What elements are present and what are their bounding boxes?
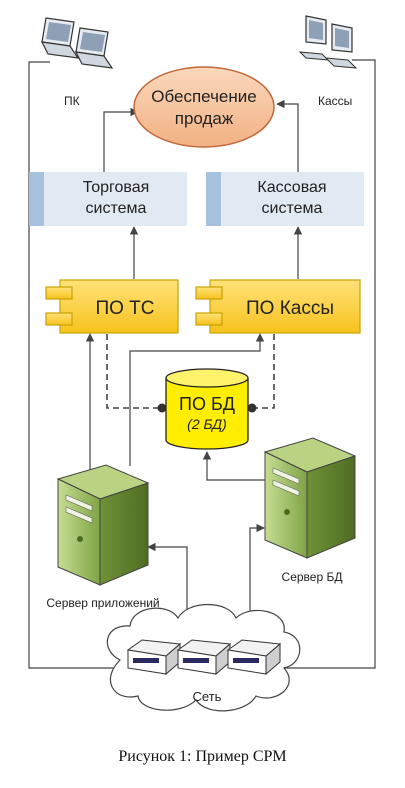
network-to-db-server-arrow	[249, 523, 265, 627]
db-note-label: (2 БД)	[187, 416, 227, 432]
pos-system-label-line2: система	[262, 200, 323, 217]
goal-label-line2: продаж	[175, 109, 234, 128]
database-cylinder-icon	[165, 368, 249, 450]
ts-db-socket	[157, 403, 167, 413]
trade-system-label-line1: Торговая	[83, 179, 150, 196]
pos-system-label-line1: Кассовая	[257, 179, 326, 196]
pos-db-socket	[247, 403, 257, 413]
pos-software-label: ПО Кассы	[246, 298, 334, 319]
trade-system-box	[29, 172, 187, 226]
trade-system-label-line2: система	[86, 200, 147, 217]
server-tower-icon	[263, 437, 357, 559]
network-to-app-server-arrow	[147, 542, 188, 627]
pos-to-goal-arrow	[276, 99, 299, 172]
trade-to-goal-arrow	[103, 107, 139, 172]
pos-terminals-label: Кассы	[318, 94, 352, 108]
db-links	[106, 334, 275, 409]
app-server-label: Сервер приложений	[46, 596, 159, 610]
desktop-computer-icon	[298, 15, 358, 69]
db-server-to-db-arrow	[202, 451, 272, 481]
figure-caption: Рисунок 1: Пример СРМ	[118, 748, 287, 765]
connectors	[28, 59, 376, 669]
pos-software-component	[195, 279, 361, 334]
db-server-label: Сервер БД	[282, 570, 343, 584]
ts-db-dashed-link	[106, 334, 162, 409]
network-switch-icon	[126, 639, 282, 676]
pc-label: ПК	[64, 94, 80, 108]
network-label: Сеть	[193, 689, 222, 704]
pc-network-line	[28, 61, 118, 669]
goal-label-line1: Обеспечение	[151, 87, 256, 106]
pos-db-dashed-link	[252, 334, 275, 409]
app-server-to-pos-sw-arrow	[129, 333, 265, 466]
ts-software-label: ПО ТС	[95, 298, 154, 319]
server-tower-icon	[56, 464, 150, 586]
laptop-icon	[40, 17, 114, 69]
pos-network-line	[285, 59, 376, 669]
pos-system-box	[206, 172, 364, 226]
db-software-label: ПО БД	[179, 394, 235, 414]
ts-software-component	[45, 279, 179, 334]
goal-ellipse	[133, 66, 275, 148]
